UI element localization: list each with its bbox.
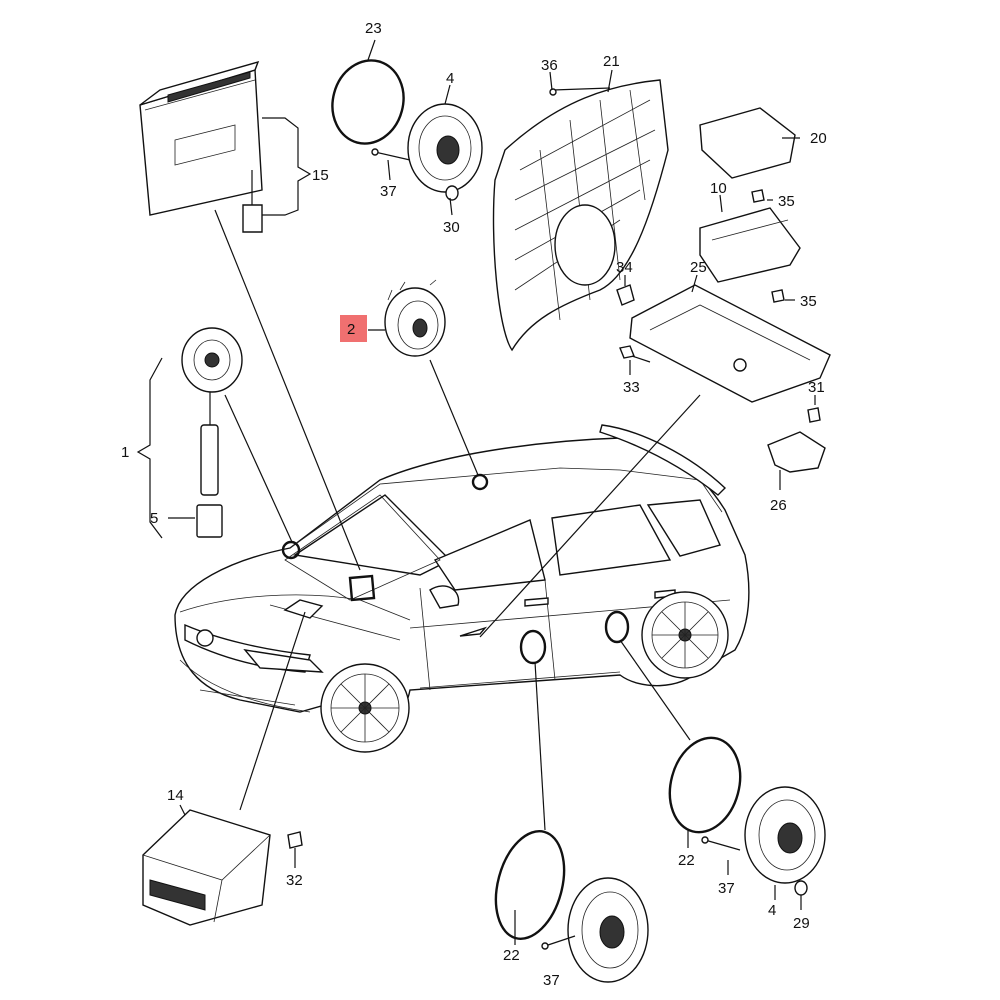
label-20: 20 bbox=[810, 130, 827, 147]
label-4-right: 4 bbox=[768, 902, 776, 919]
label-26: 26 bbox=[770, 497, 787, 514]
leader-lines bbox=[136, 39, 816, 945]
seal-ring-22-right bbox=[668, 736, 742, 834]
label-33: 33 bbox=[623, 379, 640, 396]
speaker-lower bbox=[541, 877, 649, 983]
label-21: 21 bbox=[603, 53, 620, 70]
label-37-right: 37 bbox=[718, 880, 735, 897]
label-23: 23 bbox=[365, 20, 382, 37]
fasteners bbox=[616, 189, 821, 423]
label-35-mid: 35 bbox=[800, 293, 817, 310]
highlight-box-part-2 bbox=[340, 315, 367, 342]
label-35-top: 35 bbox=[778, 193, 795, 210]
label-10: 10 bbox=[710, 180, 727, 197]
label-14: 14 bbox=[167, 787, 184, 804]
mounting-bracket-25 bbox=[629, 284, 831, 403]
door-trim-panel bbox=[492, 79, 669, 352]
amplifier-10 bbox=[699, 207, 801, 283]
label-32: 32 bbox=[286, 872, 303, 889]
label-29: 29 bbox=[793, 915, 810, 932]
tweeter-assembly bbox=[181, 327, 243, 538]
label-22-right: 22 bbox=[678, 852, 695, 869]
label-15: 15 bbox=[312, 167, 329, 184]
screw-32 bbox=[287, 831, 303, 849]
control-unit-14 bbox=[142, 809, 271, 926]
seal-ring-23 bbox=[331, 59, 405, 145]
label-36: 36 bbox=[541, 57, 558, 74]
label-37-top: 37 bbox=[380, 183, 397, 200]
car-illustration bbox=[174, 424, 750, 753]
label-31: 31 bbox=[808, 379, 825, 396]
label-2: 2 bbox=[347, 321, 355, 338]
speaker-top bbox=[371, 103, 483, 201]
label-22-lower: 22 bbox=[503, 947, 520, 964]
radio-unit bbox=[139, 60, 263, 233]
label-4-top: 4 bbox=[446, 70, 454, 87]
speaker-part-2 bbox=[384, 279, 446, 357]
label-25: 25 bbox=[690, 259, 707, 276]
label-34: 34 bbox=[616, 259, 633, 276]
label-5: 5 bbox=[150, 510, 158, 527]
bracket-26 bbox=[767, 431, 826, 473]
label-37-bottom: 37 bbox=[543, 972, 560, 989]
seal-ring-22-lower bbox=[494, 830, 566, 940]
part-labels: 1 2 4 4 5 10 14 15 20 21 22 22 23 25 26 … bbox=[121, 20, 827, 989]
label-30: 30 bbox=[443, 219, 460, 236]
speaker-right bbox=[701, 786, 826, 896]
control-module-20 bbox=[699, 107, 796, 179]
label-1: 1 bbox=[121, 444, 129, 461]
